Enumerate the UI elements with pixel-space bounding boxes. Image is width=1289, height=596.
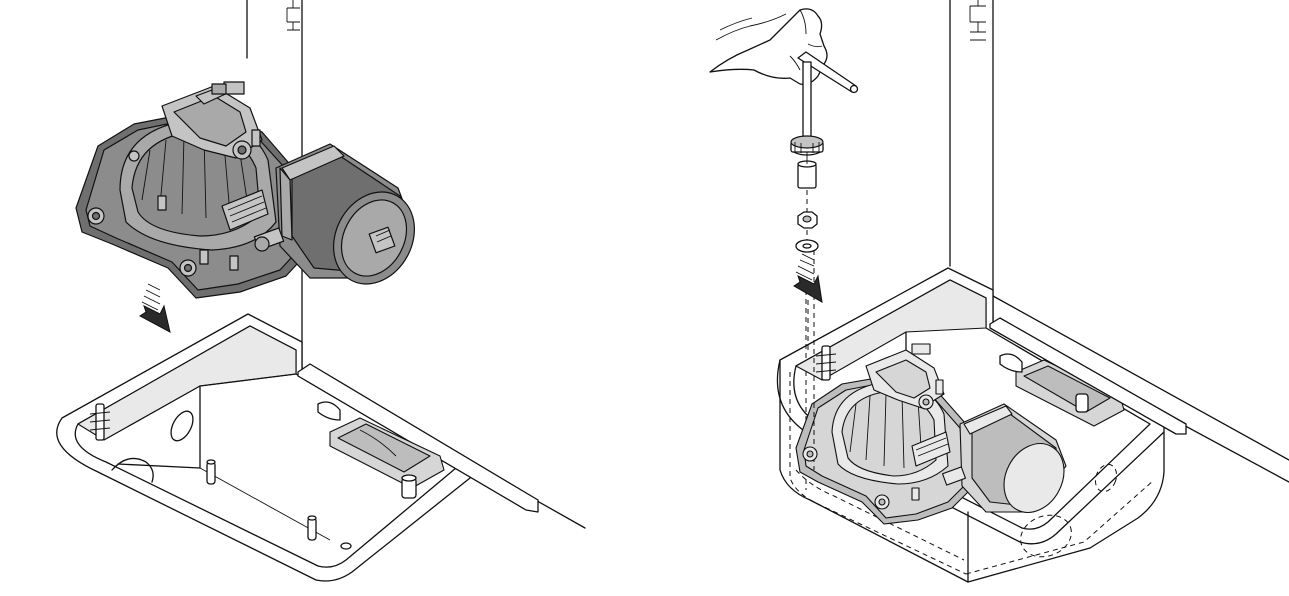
rim-clip [815, 345, 837, 381]
foundation-box-left [56, 313, 539, 582]
peg [307, 515, 317, 541]
peg [206, 459, 216, 485]
down-arrow-icon [139, 283, 171, 333]
lever-mechanism-left [317, 401, 445, 499]
left-panel [56, 0, 586, 582]
nut-icon [797, 190, 818, 229]
hand-icon [709, 8, 828, 85]
socket-wrench-icon [790, 51, 859, 189]
down-arrow-icon [793, 253, 823, 303]
rim-clip [89, 403, 111, 441]
lever-mechanism-right [999, 353, 1125, 427]
washer-icon [795, 230, 819, 253]
right-panel [709, 0, 1289, 583]
gear-motor-right [795, 250, 1067, 525]
gear-motor-left [75, 81, 416, 299]
